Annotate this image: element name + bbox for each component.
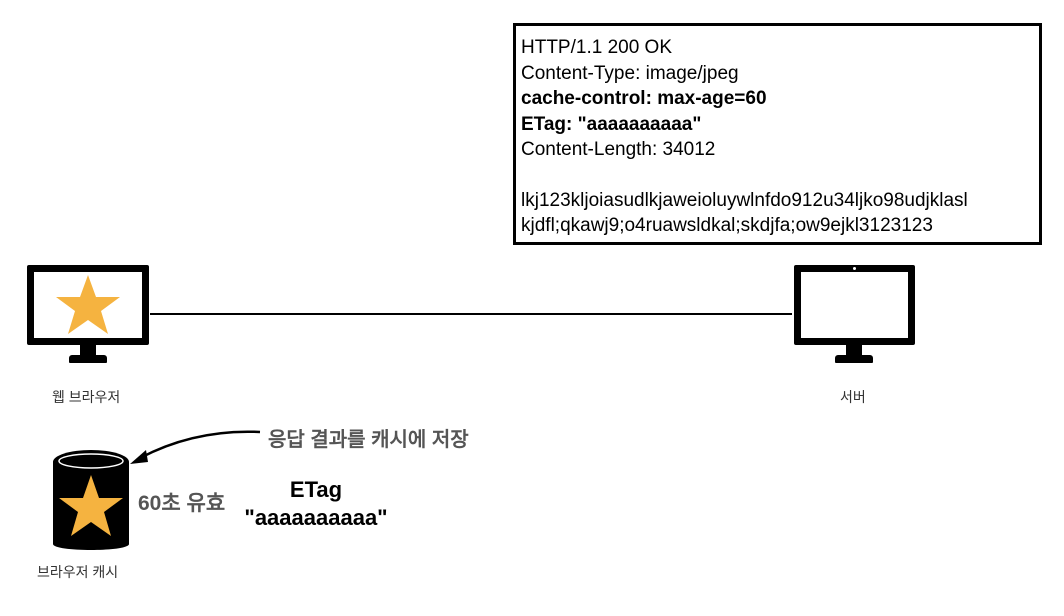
- save-to-cache-arrow: [130, 430, 261, 464]
- server-monitor: [794, 265, 915, 365]
- client-monitor-neck: [80, 345, 96, 355]
- body-line-1: lkj123kljoiasudlkjaweioluywlnfdo912u34lj…: [521, 189, 968, 211]
- http-response-box: HTTP/1.1 200 OK Content-Type: image/jpeg…: [513, 23, 1042, 245]
- cache-control-header: cache-control: max-age=60: [521, 88, 767, 109]
- cache-label: 브라우저 캐시: [37, 564, 119, 580]
- server-monitor-base: [835, 355, 873, 363]
- client-label: 웹 브라우저: [52, 389, 121, 405]
- etag-note-title: ETag: [289, 477, 343, 502]
- server-camera-dot: [853, 267, 856, 270]
- client-monitor-screen: [27, 265, 149, 345]
- network-connection-line: [150, 313, 792, 315]
- etag-note-value: "aaaaaaaaaa": [244, 505, 388, 530]
- status-line: HTTP/1.1 200 OK: [521, 37, 673, 58]
- client-monitor: [27, 265, 149, 365]
- star-icon: [59, 475, 123, 536]
- server-monitor-neck: [846, 345, 862, 355]
- star-icon: [56, 275, 120, 334]
- browser-cache-cylinder: [53, 450, 129, 550]
- client-monitor-base: [69, 355, 107, 363]
- etag-note: ETag "aaaaaaaaaa": [236, 476, 396, 532]
- header-body-separator: [521, 163, 1039, 188]
- content-type-header: Content-Type: image/jpeg: [521, 62, 739, 84]
- server-monitor-screen: [794, 265, 915, 345]
- save-to-cache-note: 응답 결과를 캐시에 저장: [268, 429, 469, 451]
- body-line-2: kjdfl;qkawj9;o4ruawsldkal;skdjfa;ow9ejkl…: [521, 215, 933, 236]
- server-label: 서버: [840, 389, 866, 405]
- etag-header: ETag: "aaaaaaaaaa": [521, 113, 702, 135]
- content-length-header: Content-Length: 34012: [521, 139, 716, 160]
- ttl-note: 60초 유효: [138, 492, 226, 515]
